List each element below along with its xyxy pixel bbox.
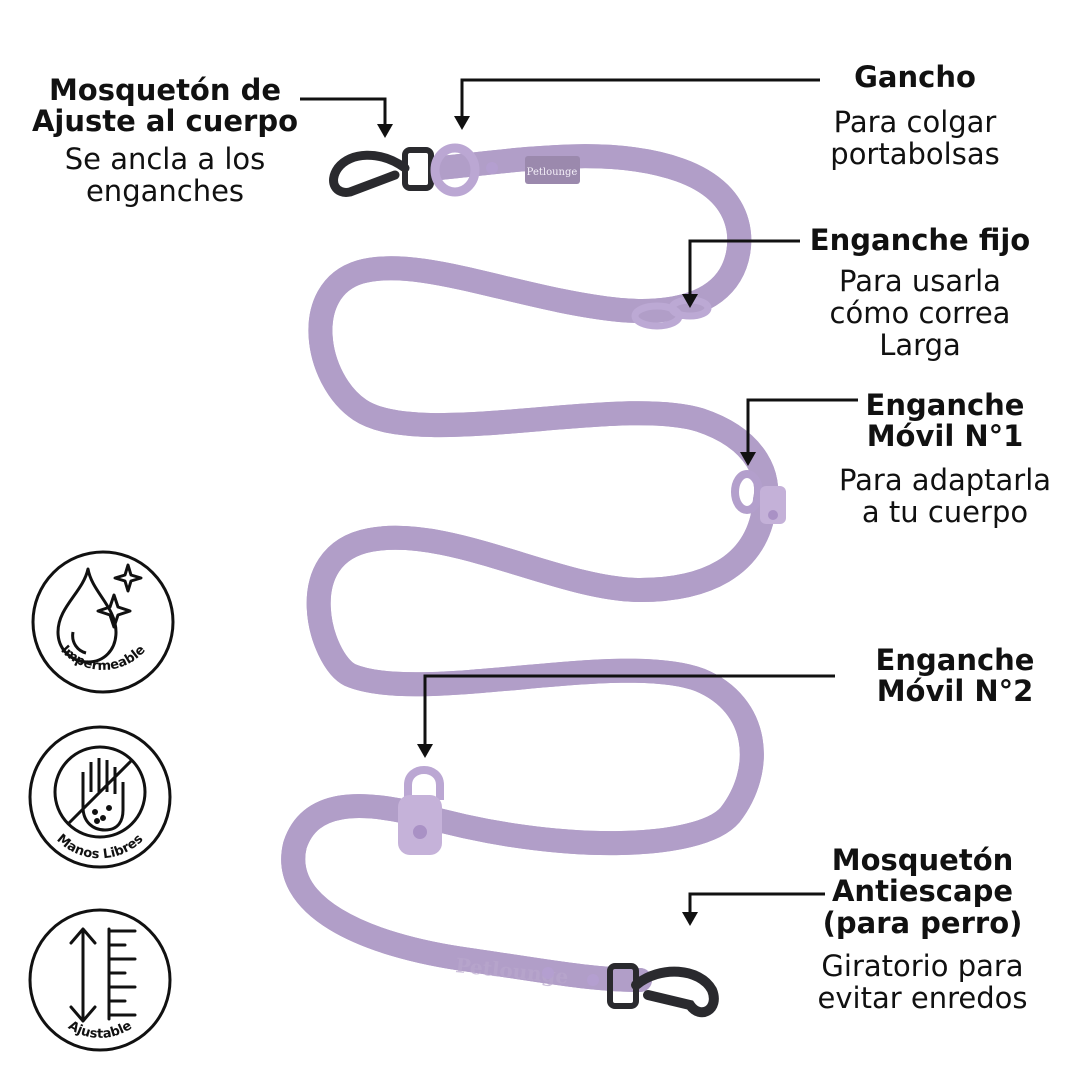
leader-line-enganche-fijo [688,239,800,298]
callout-desc: Giratorio para evitar enredos [817,948,1028,1015]
gancho-ring [430,143,498,197]
no-hand-icon [53,745,147,839]
callout-enganche-movil-2: Enganche Móvil N°2 [850,643,1060,709]
callout-enganche-fijo: Enganche fijo Para usarla cómo correa La… [805,223,1035,363]
callout-title: Enganche Móvil N°1 [865,388,1025,454]
callout-desc: Se ancla a los enganches [64,141,266,208]
badge-label: Ajustable [65,1018,134,1042]
enganche-movil-1-ring [731,470,786,524]
badge-impermeable: Impermeable [31,550,175,694]
top-clip-hardware [329,147,434,197]
callout-gancho: Gancho Para colgar portabolsas [800,60,1030,172]
ruler-arrow-icon [69,927,137,1023]
callout-title: Enganche Móvil N°2 [875,643,1035,709]
leader-line-enganche-movil-2 [423,674,835,748]
callout-title: Mosquetón de Ajuste al cuerpo [31,73,298,139]
water-drop-sparkle-icon [56,563,143,664]
callout-enganche-movil-1: Enganche Móvil N°1 Para adaptarla a tu c… [830,388,1060,529]
enganche-movil-2-ring [398,766,444,855]
brand-tag-text: Petlounge [527,167,578,178]
leader-line-mosqueton-antiescape [688,892,825,916]
bottom-carabiner-hardware [607,963,719,1018]
callout-title: Enganche fijo [809,223,1031,257]
leader-line-mosqueton-ajuste [300,97,387,128]
callout-title: Gancho [854,60,976,94]
leader-line-gancho [460,78,820,120]
callout-mosqueton-ajuste: Mosquetón de Ajuste al cuerpo Se ancla a… [20,73,310,208]
callout-desc: Para colgar portabolsas [830,105,1000,172]
callout-desc: Para adaptarla a tu cuerpo [838,462,1052,529]
badge-manos-libres: Manos Libres [28,725,172,869]
svg-text:Ajustable: Ajustable [65,1018,134,1042]
brand-tag [525,156,580,184]
callout-mosqueton-antiescape: Mosquetón Antiescape (para perro) Girato… [800,843,1045,1015]
leader-line-enganche-movil-1 [746,398,858,456]
callout-title: Mosquetón Antiescape (para perro) [822,843,1023,940]
badge-ajustable: Ajustable [28,908,172,1052]
callout-desc: Para usarla cómo correa Larga [829,264,1011,363]
